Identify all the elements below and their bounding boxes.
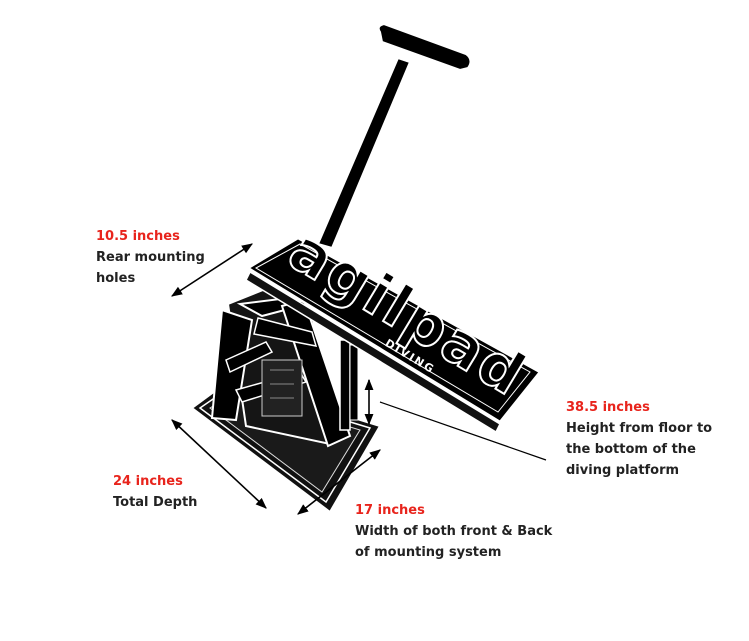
- rear-mounting-desc-line-2: holes: [96, 271, 136, 286]
- total-depth-arrow: [171, 419, 267, 509]
- total-depth-value: 24 inches: [113, 474, 183, 489]
- handle: [316, 22, 472, 250]
- height-value: 38.5 inches: [566, 400, 650, 415]
- rear-mounting-arrow: [171, 243, 253, 297]
- height-desc-line-3: diving platform: [566, 463, 680, 478]
- height-desc-line-2: the bottom of the: [566, 442, 696, 457]
- width-desc-line-1: Width of both front & Back: [355, 524, 553, 539]
- height-label: 38.5 inches Height from floor to the bot…: [566, 397, 746, 481]
- width-value: 17 inches: [355, 503, 425, 518]
- rear-mounting-desc-line-1: Rear mounting: [96, 250, 205, 265]
- total-depth-label: 24 inches Total Depth: [113, 471, 273, 513]
- width-label: 17 inches Width of both front & Back of …: [355, 500, 585, 563]
- width-desc-line-2: of mounting system: [355, 545, 502, 560]
- height-leader-line: [379, 401, 547, 461]
- rear-mounting-value: 10.5 inches: [96, 229, 180, 244]
- diving-platform: [245, 236, 542, 434]
- width-arrow: [297, 449, 381, 515]
- total-depth-desc-line-1: Total Depth: [113, 495, 198, 510]
- rear-mounting-label: 10.5 inches Rear mounting holes: [96, 226, 256, 289]
- height-desc-line-1: Height from floor to: [566, 421, 713, 436]
